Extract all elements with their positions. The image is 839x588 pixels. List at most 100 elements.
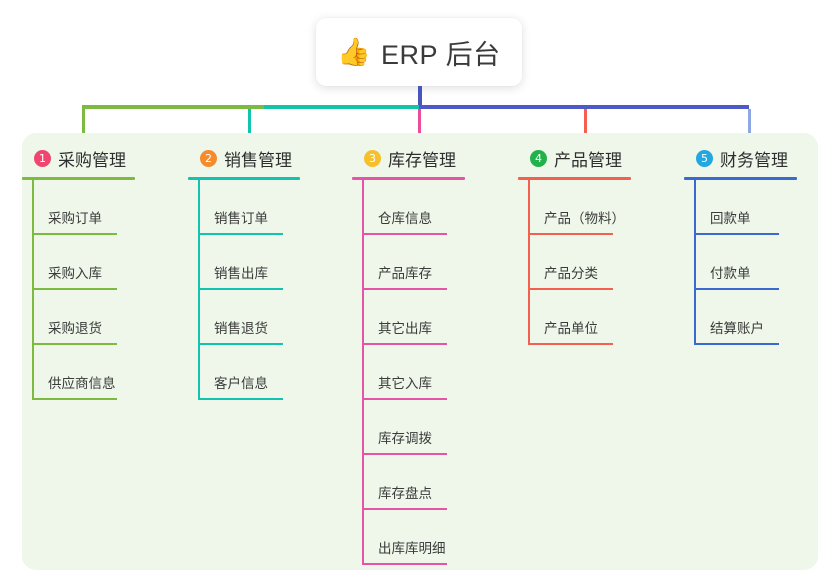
list-item[interactable]: 销售订单 <box>188 180 300 235</box>
list-item[interactable]: 采购入库 <box>22 235 135 290</box>
column-3: 3 库存管理仓库信息产品库存其它出库其它入库库存调拨库存盘点出库库明细 <box>352 145 465 565</box>
column-header-1[interactable]: 1 采购管理 <box>22 145 135 171</box>
list-item[interactable]: 付款单 <box>684 235 797 290</box>
list-item[interactable]: 出库库明细 <box>352 510 465 565</box>
list-item-label: 采购退货 <box>48 321 102 336</box>
list-item[interactable]: 产品（物料） <box>518 180 631 235</box>
column-header-3[interactable]: 3 库存管理 <box>352 145 465 171</box>
column-rail-2 <box>198 180 200 400</box>
list-item[interactable]: 产品单位 <box>518 290 631 345</box>
list-item-label: 采购订单 <box>48 211 102 226</box>
list-item-label: 其它入库 <box>378 376 432 391</box>
list-item[interactable]: 结算账户 <box>684 290 797 345</box>
list-item-rule <box>32 288 117 290</box>
list-item[interactable]: 回款单 <box>684 180 797 235</box>
list-item-rule <box>32 343 117 345</box>
thumbs-up-icon: 👍 <box>337 36 372 67</box>
list-item-label: 产品（物料） <box>544 211 625 226</box>
list-item-rule <box>362 398 447 400</box>
column-items-1: 采购订单采购入库采购退货供应商信息 <box>22 180 135 400</box>
list-item-label: 库存调拨 <box>378 431 432 446</box>
column-header-rule-1 <box>22 177 135 180</box>
list-item[interactable]: 供应商信息 <box>22 345 135 400</box>
list-item[interactable]: 采购退货 <box>22 290 135 345</box>
column-1: 1 采购管理采购订单采购入库采购退货供应商信息 <box>22 145 135 400</box>
list-item-label: 出库库明细 <box>378 541 446 556</box>
column-badge-4: 4 <box>530 149 547 167</box>
list-item[interactable]: 其它入库 <box>352 345 465 400</box>
column-rail-1 <box>32 180 34 400</box>
list-item[interactable]: 采购订单 <box>22 180 135 235</box>
column-badge-2: 2 <box>200 149 217 167</box>
list-item[interactable]: 客户信息 <box>188 345 300 400</box>
root-node-card[interactable]: 👍 ERP 后台 <box>316 18 522 86</box>
list-item-rule <box>198 343 283 345</box>
list-item-rule <box>198 233 283 235</box>
column-title-4: 产品管理 <box>554 150 622 170</box>
list-item-rule <box>198 288 283 290</box>
list-item-label: 库存盘点 <box>378 486 432 501</box>
content-panel: 1 采购管理采购订单采购入库采购退货供应商信息 2 销售管理销售订单销售出库销售退货客… <box>22 133 818 570</box>
column-title-5: 财务管理 <box>720 150 788 170</box>
list-item-rule <box>694 343 779 345</box>
list-item[interactable]: 销售退货 <box>188 290 300 345</box>
list-item[interactable]: 其它出库 <box>352 290 465 345</box>
column-header-4[interactable]: 4 产品管理 <box>518 145 631 171</box>
list-item-label: 销售退货 <box>214 321 268 336</box>
list-item-label: 付款单 <box>710 266 751 281</box>
list-item-rule <box>362 508 447 510</box>
list-item-rule <box>528 233 613 235</box>
column-title-2: 销售管理 <box>224 150 292 170</box>
list-item[interactable]: 库存盘点 <box>352 455 465 510</box>
column-title-1: 采购管理 <box>58 150 126 170</box>
list-item-rule <box>362 453 447 455</box>
list-item-label: 销售出库 <box>214 266 268 281</box>
column-items-4: 产品（物料） 产品分类产品单位 <box>518 180 631 345</box>
connector-drop-4 <box>584 109 587 140</box>
list-item[interactable]: 产品库存 <box>352 235 465 290</box>
list-item-label: 产品分类 <box>544 266 598 281</box>
column-items-5: 回款单付款单结算账户 <box>684 180 797 345</box>
connector-bus-segment-3 <box>419 105 749 109</box>
list-item-label: 结算账户 <box>710 321 764 336</box>
connector-drop-5 <box>748 109 751 140</box>
connector-drop-2 <box>248 109 251 140</box>
column-header-rule-4 <box>518 177 631 180</box>
list-item-label: 产品单位 <box>544 321 598 336</box>
column-header-rule-2 <box>188 177 300 180</box>
root-node-title: ERP 后台 <box>381 39 501 70</box>
column-items-3: 仓库信息产品库存其它出库其它入库库存调拨库存盘点出库库明细 <box>352 180 465 565</box>
list-item-label: 仓库信息 <box>378 211 432 226</box>
list-item-rule <box>528 288 613 290</box>
list-item-label: 其它出库 <box>378 321 432 336</box>
list-item-label: 销售订单 <box>214 211 268 226</box>
column-header-2[interactable]: 2 销售管理 <box>188 145 300 171</box>
connector-bus-segment-1 <box>82 105 264 109</box>
column-2: 2 销售管理销售订单销售出库销售退货客户信息 <box>188 145 300 400</box>
column-header-5[interactable]: 5 财务管理 <box>684 145 797 171</box>
list-item[interactable]: 库存调拨 <box>352 400 465 455</box>
list-item-rule <box>362 233 447 235</box>
connector-bus-segment-2 <box>264 105 419 109</box>
column-5: 5 财务管理回款单付款单结算账户 <box>684 145 797 345</box>
list-item-label: 客户信息 <box>214 376 268 391</box>
connector-drop-1 <box>82 109 85 140</box>
column-rail-4 <box>528 180 530 345</box>
list-item-label: 回款单 <box>710 211 751 226</box>
list-item-rule <box>694 233 779 235</box>
list-item-rule <box>528 343 613 345</box>
list-item-label: 产品库存 <box>378 266 432 281</box>
list-item-rule <box>362 288 447 290</box>
list-item[interactable]: 销售出库 <box>188 235 300 290</box>
list-item[interactable]: 仓库信息 <box>352 180 465 235</box>
column-items-2: 销售订单销售出库销售退货客户信息 <box>188 180 300 400</box>
list-item-rule <box>362 343 447 345</box>
column-badge-1: 1 <box>34 149 51 167</box>
column-badge-3: 3 <box>364 149 381 167</box>
column-title-3: 库存管理 <box>388 150 456 170</box>
column-rail-3 <box>362 180 364 565</box>
list-item[interactable]: 产品分类 <box>518 235 631 290</box>
column-badge-5: 5 <box>696 149 713 167</box>
list-item-rule <box>32 398 117 400</box>
